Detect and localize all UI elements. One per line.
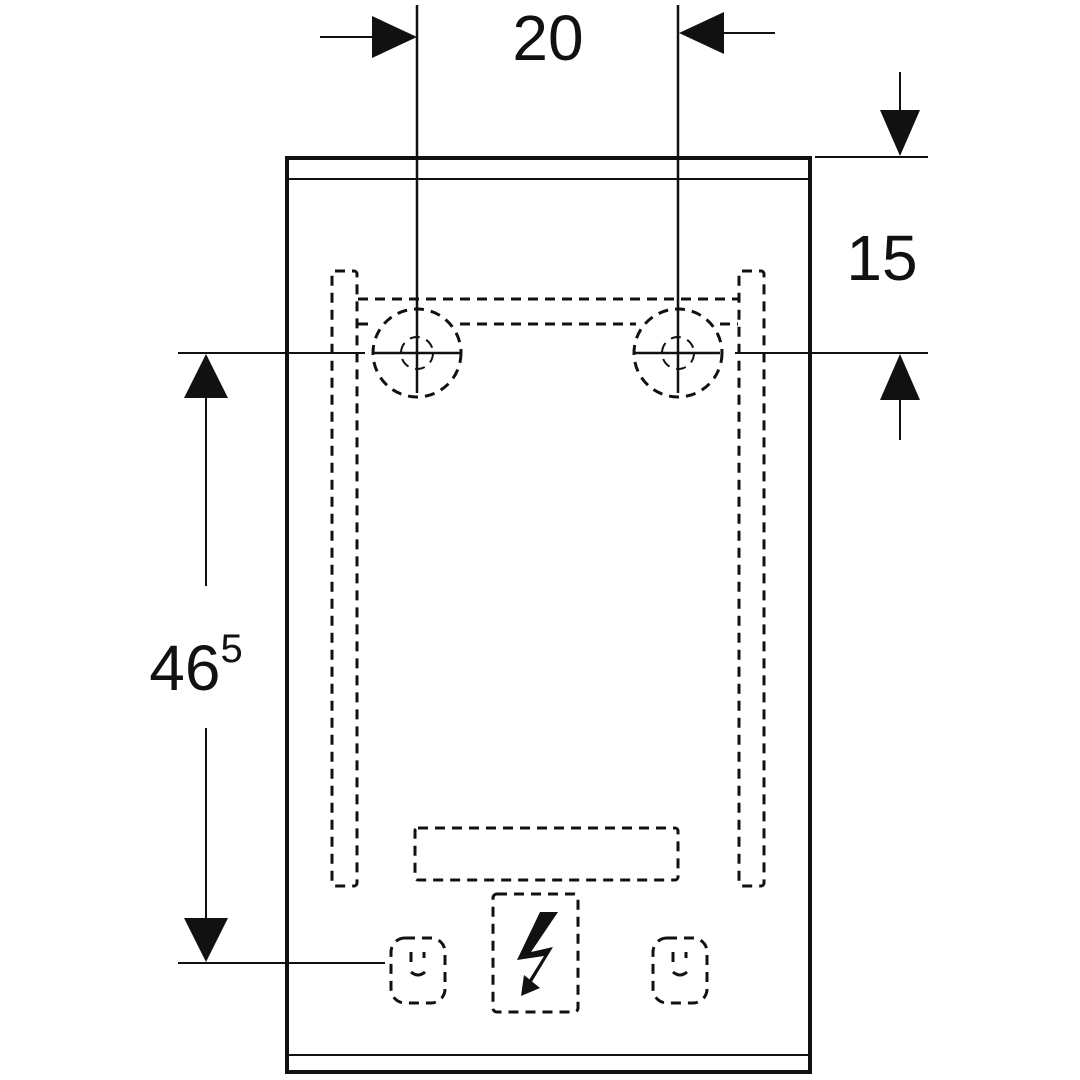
keyhole-mount-icon bbox=[409, 952, 688, 977]
left-keyhole-mount bbox=[389, 936, 447, 1005]
dimension-label-top-offset: 15 bbox=[846, 222, 917, 294]
dimension-label-spacing: 20 bbox=[512, 2, 583, 74]
right-keyhole-mount bbox=[651, 936, 709, 1005]
electrical-box bbox=[491, 892, 580, 1014]
hidden-lines bbox=[330, 269, 766, 1014]
electrical-connection-icon bbox=[517, 912, 558, 996]
dimension-height-superscript: 5 bbox=[220, 627, 242, 671]
dimension-height-main: 46 bbox=[149, 632, 220, 704]
left-light-strip bbox=[330, 269, 359, 888]
switch-panel bbox=[413, 826, 680, 882]
cabinet-outline bbox=[285, 156, 812, 1074]
right-light-strip bbox=[737, 269, 766, 888]
dimension-label-height: 465 bbox=[149, 627, 242, 704]
